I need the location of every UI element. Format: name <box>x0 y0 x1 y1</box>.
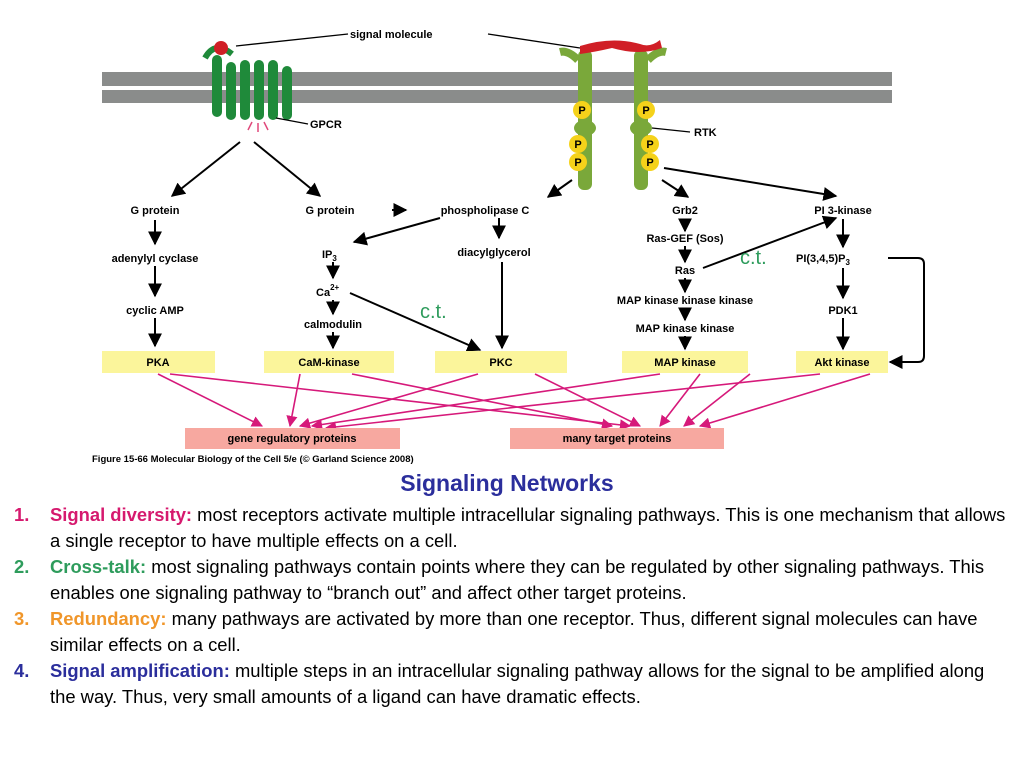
calmodulin-label: calmodulin <box>304 319 362 331</box>
mapkkk-label: MAP kinase kinase kinase <box>617 295 753 307</box>
g-protein-right-label: G protein <box>306 205 355 217</box>
key-points-list: 1. Signal diversity: most receptors activ… <box>0 502 1010 710</box>
mapkk-label: MAP kinase kinase <box>636 323 735 335</box>
phospho-label: P <box>642 105 649 117</box>
list-item: 2. Cross-talk: most signaling pathways co… <box>0 554 1010 606</box>
crosstalk-arrows <box>157 373 871 433</box>
list-item: 3. Redundancy: many pathways are activate… <box>0 606 1010 658</box>
gpcr-ligand <box>214 41 228 55</box>
map-kinase-label: MAP kinase <box>654 357 716 369</box>
calcium-label: Ca2+ <box>316 283 340 299</box>
list-item: 1. Signal diversity: most receptors activ… <box>0 502 1010 554</box>
pi3-kinase-label: PI 3-kinase <box>814 205 871 217</box>
phospho-label: P <box>574 157 581 169</box>
point-text: most receptors activate multiple intrace… <box>50 504 1006 551</box>
phospholipase-c-label: phospholipase C <box>441 205 530 217</box>
cyclic-amp-label: cyclic AMP <box>126 305 184 317</box>
point-term: Signal diversity: <box>50 504 193 525</box>
crosstalk-annotation-left: c.t. <box>420 301 447 323</box>
phospho-label: P <box>574 139 581 151</box>
pip3-label: PI(3,4,5)P3 <box>796 253 851 267</box>
akt-kinase-label: Akt kinase <box>814 357 869 369</box>
ip3-label: IP3 <box>322 249 337 263</box>
point-number: 4. <box>14 660 30 681</box>
phosphate-groups: P P P P P P <box>569 101 659 171</box>
list-item: 4. Signal amplification: multiple steps i… <box>0 658 1010 710</box>
grb2-label: Grb2 <box>672 205 698 217</box>
phospho-label: P <box>646 139 653 151</box>
gene-regulatory-box <box>185 428 400 449</box>
point-number: 3. <box>14 608 30 629</box>
pdk1-label: PDK1 <box>828 305 857 317</box>
rtk-label: RTK <box>694 127 717 139</box>
ras-gef-label: Ras-GEF (Sos) <box>646 233 723 245</box>
point-term: Cross-talk: <box>50 556 147 577</box>
plasma-membrane <box>102 72 892 103</box>
gpcr-label: GPCR <box>310 119 342 131</box>
rtk-ligand <box>580 40 662 54</box>
adenylyl-cyclase-label: adenylyl cyclase <box>112 253 199 265</box>
point-number: 2. <box>14 556 30 577</box>
pathway-arrows <box>148 141 925 369</box>
kinase-boxes <box>102 351 888 373</box>
pka-label: PKA <box>146 357 169 369</box>
gpcr-receptor <box>202 45 292 132</box>
point-text: most signaling pathways contain points w… <box>50 556 985 603</box>
pkc-label: PKC <box>489 357 512 369</box>
signal-molecule-label: signal molecule <box>350 29 433 41</box>
slide-title: Signaling Networks <box>400 470 614 496</box>
diacylglycerol-label: diacylglycerol <box>457 247 530 259</box>
point-term: Redundancy: <box>50 608 167 629</box>
figure-caption: Figure 15-66 Molecular Biology of the Ce… <box>92 454 414 465</box>
phospho-label: P <box>578 105 585 117</box>
g-protein-left-label: G protein <box>131 205 180 217</box>
cam-kinase-label: CaM-kinase <box>298 357 359 369</box>
point-number: 1. <box>14 504 30 525</box>
point-text: multiple steps in an intracellular signa… <box>50 660 985 707</box>
target-proteins-box <box>510 428 724 449</box>
signaling-network-diagram: P P P P P P signal molecule GPCR RTK <box>92 29 925 465</box>
ras-label: Ras <box>675 265 695 277</box>
point-term: Signal amplification: <box>50 660 230 681</box>
phospho-label: P <box>646 157 653 169</box>
crosstalk-annotation-right: c.t. <box>740 247 767 269</box>
target-proteins-label: many target proteins <box>563 433 672 445</box>
gene-regulatory-label: gene regulatory proteins <box>228 433 357 445</box>
point-text: many pathways are activated by more than… <box>50 608 978 655</box>
